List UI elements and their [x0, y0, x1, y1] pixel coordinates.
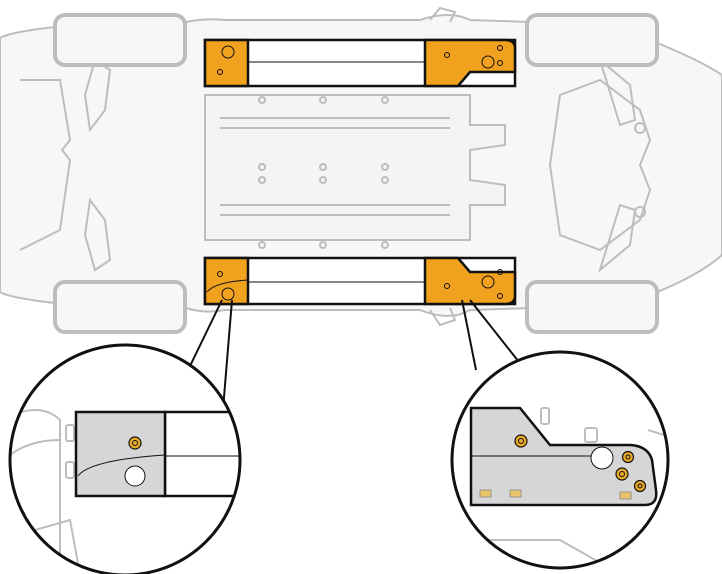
detail-callout-rear — [8, 343, 242, 574]
jacking-point-rear-right — [203, 256, 250, 306]
wheels — [53, 13, 659, 334]
jacking-point-front-right — [423, 256, 517, 306]
bolt-icon — [128, 436, 142, 450]
sill-bottom — [203, 256, 517, 306]
bolt-icon — [633, 479, 647, 493]
car-underbody-outline — [0, 6, 722, 327]
jacking-point-front-left — [423, 38, 517, 88]
wheel-rear-left — [53, 13, 187, 67]
jacking-pad-rear — [74, 410, 167, 498]
wheel-rear-right — [53, 280, 187, 334]
bolt-icon — [615, 467, 629, 481]
bolt-icon — [621, 450, 635, 464]
wheel-front-right — [525, 280, 659, 334]
bolt-icon — [514, 434, 528, 448]
sill-top — [203, 38, 517, 88]
detail-callout-front — [450, 350, 670, 570]
jacking-point-rear-left — [203, 38, 250, 88]
wheel-front-left — [525, 13, 659, 67]
